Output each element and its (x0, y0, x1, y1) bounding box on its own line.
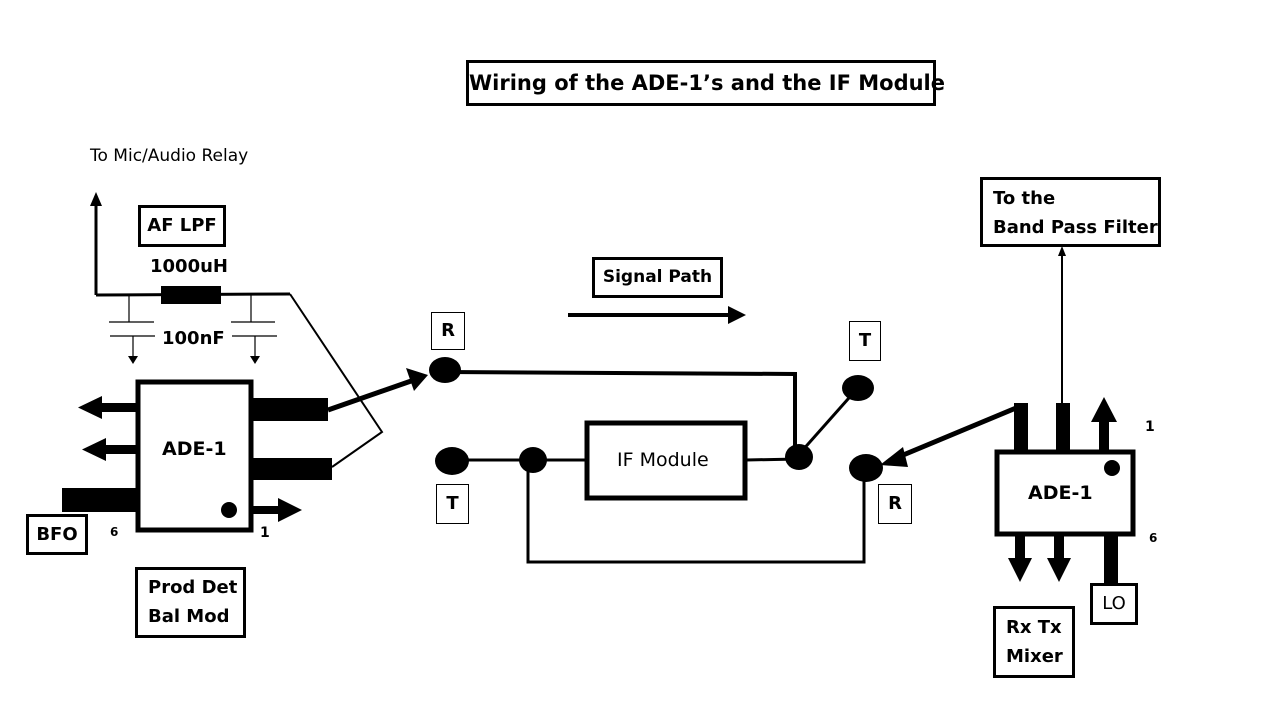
rf-pin (251, 398, 328, 421)
left-function-line1: Prod Det (148, 577, 238, 598)
arrow-left-icon (78, 396, 102, 419)
right-function-line2: Mixer (1006, 646, 1063, 667)
switch-contact-right-r (849, 454, 883, 482)
if-module-box (584, 420, 748, 501)
capacitor-value-label: 100nF (162, 328, 225, 349)
right-mixer-to-switch-wire (895, 405, 1017, 461)
arrow-down-icon (1008, 558, 1032, 582)
arrow-icon (880, 447, 908, 467)
left-pin1-label: 1 (260, 525, 270, 541)
lo-label: LO (1090, 583, 1138, 625)
af-lpf-text: AF LPF (147, 215, 217, 236)
pin1-marker-dot (221, 502, 237, 518)
signal-path-text: Signal Path (602, 267, 713, 287)
right-pin6-label: 6 (1149, 531, 1158, 545)
switch-label-text: T (858, 330, 872, 351)
bpf-line1: To the (993, 188, 1056, 209)
bfo-text: BFO (36, 524, 78, 545)
switch-label-right-t: T (849, 321, 881, 361)
arrow-down-icon (1047, 558, 1071, 582)
left-function-line2: Bal Mod (148, 606, 230, 627)
if-module-label: IF Module (617, 449, 709, 471)
left-mixer-to-switch-wire (327, 377, 415, 413)
diagram-title: Wiring of the ADE-1’s and the IF Module (466, 60, 945, 106)
arrow-up-icon (1058, 246, 1066, 256)
receive-path-wire (444, 370, 797, 456)
ground-arrow-icon (250, 356, 260, 364)
lo-input-pin (1104, 534, 1118, 586)
right-function-label: Rx Tx Mixer (993, 606, 1075, 678)
left-pin-arrows (62, 396, 138, 512)
lo-text: LO (1102, 593, 1126, 614)
audio-output-arrow-icon (90, 192, 102, 206)
diagram-title-text: Wiring of the ADE-1’s and the IF Module (469, 71, 945, 95)
junction-node-right (785, 444, 813, 470)
bpf-line2: Band Pass Filter (993, 217, 1158, 238)
switch-label-text: T (446, 493, 459, 514)
left-mixer-label: ADE-1 (162, 438, 227, 460)
switch-contact-left-r (429, 357, 461, 383)
right-pin1-label: 1 (1145, 419, 1155, 435)
right-pins (251, 398, 332, 522)
af-lpf-label: AF LPF (138, 205, 226, 247)
inductor-1000uh (161, 286, 221, 304)
switch-arm-wire (799, 389, 858, 453)
right-mixer-label: ADE-1 (1028, 482, 1093, 504)
filter-to-mixer-wire (289, 293, 384, 468)
right-function-line1: Rx Tx (1006, 617, 1062, 638)
bypass-loop-wire (526, 460, 866, 564)
bpf-label: To the Band Pass Filter (980, 177, 1161, 247)
arrow-right-icon (278, 498, 302, 522)
arrow-up-icon (1091, 397, 1117, 422)
bfo-input-pin (62, 488, 138, 512)
switch-contact-right-t (842, 375, 874, 401)
left-function-label: Prod Det Bal Mod (135, 567, 246, 638)
switch-label-text: R (888, 493, 902, 514)
switch-label-text: R (441, 320, 455, 341)
capacitor-right (231, 295, 277, 364)
switch-label-left-t: T (436, 484, 469, 524)
switch-label-right-r: R (878, 484, 912, 524)
bfo-label: BFO (26, 514, 88, 555)
switch-label-left-r: R (431, 312, 465, 350)
pin1-marker-dot (1104, 460, 1120, 476)
left-pin6-label: 6 (110, 525, 119, 539)
inductor-value-label: 1000uH (150, 256, 228, 277)
bpf-pin (1056, 403, 1070, 452)
if-to-node-wire (745, 457, 800, 462)
af-pin (251, 458, 332, 480)
signal-path-label: Signal Path (592, 257, 723, 298)
audio-output-label: To Mic/Audio Relay (90, 146, 249, 166)
ground-arrow-icon (128, 356, 138, 364)
arrow-left-icon (82, 438, 106, 461)
arrow-icon (406, 368, 428, 391)
capacitor-left (109, 295, 155, 364)
signal-path-arrow-icon (728, 306, 746, 324)
rf-pin (1014, 403, 1028, 452)
